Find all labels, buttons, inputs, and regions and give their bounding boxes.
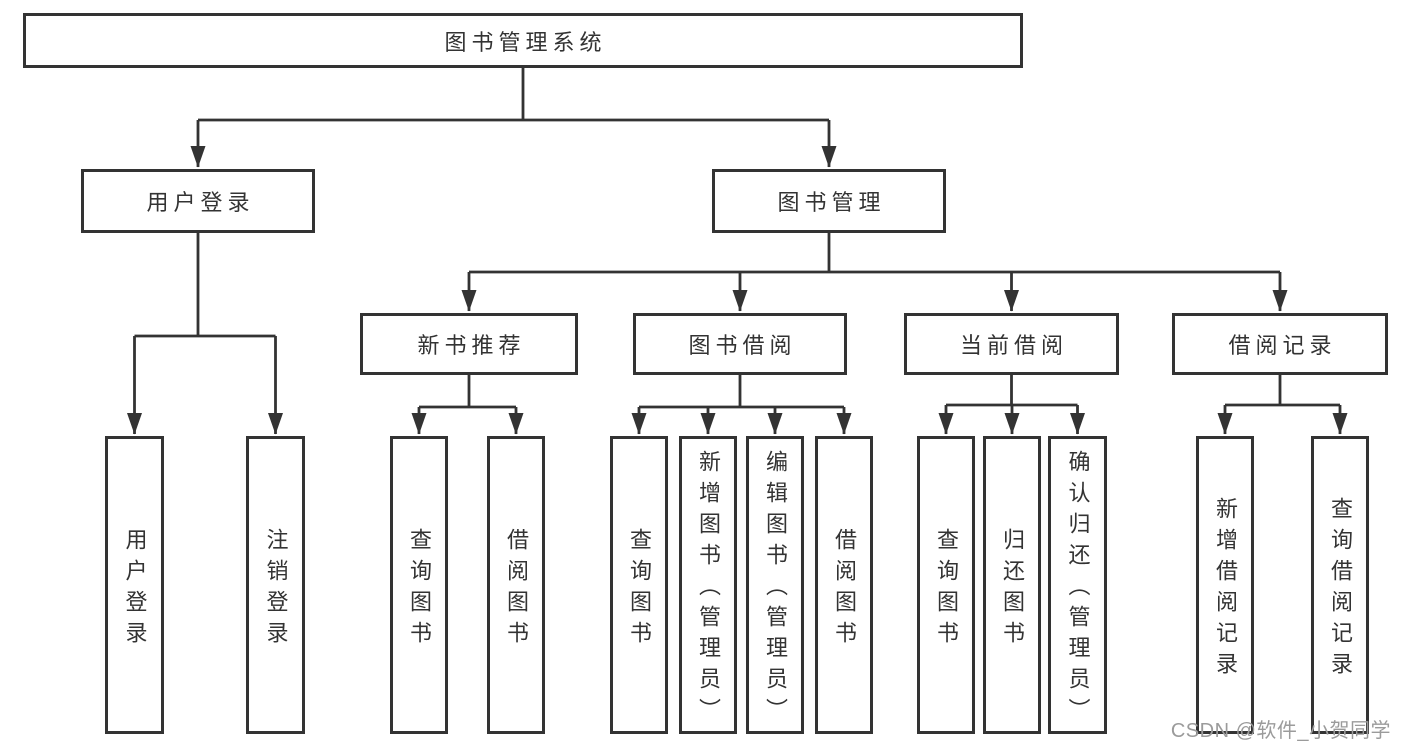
node-leaf-add-book: 新增图书（管理员） [679, 436, 737, 734]
node-leaf-add-borrow-record: 新增借阅记录 [1196, 436, 1254, 734]
node-leaf-edit-book: 编辑图书（管理员） [746, 436, 804, 734]
node-book-mgmt: 图书管理 [712, 169, 946, 233]
node-label: 注销登录 [263, 527, 289, 652]
node-label: 借阅图书 [504, 527, 529, 652]
node-leaf-return-book: 归还图书 [983, 436, 1041, 734]
node-leaf-confirm-return: 确认归还（管理员） [1048, 436, 1107, 734]
node-label: 用户登录 [146, 190, 255, 215]
node-leaf-query-book-2: 查询图书 [610, 436, 668, 734]
node-label: 查询图书 [407, 527, 432, 652]
node-leaf-borrow-book-1: 借阅图书 [487, 436, 545, 734]
node-label: 借阅图书 [832, 527, 857, 652]
node-label: 新增图书（管理员） [696, 450, 721, 729]
node-label: 确认归还（管理员） [1065, 450, 1091, 729]
node-book-borrow: 图书借阅 [633, 313, 847, 375]
node-label: 借阅记录 [1228, 333, 1337, 358]
node-label: 图书借阅 [688, 333, 797, 358]
node-borrow-records: 借阅记录 [1172, 313, 1388, 375]
node-leaf-borrow-book-2: 借阅图书 [815, 436, 873, 734]
node-label: 归还图书 [1000, 527, 1025, 652]
node-leaf-query-book-1: 查询图书 [390, 436, 448, 734]
node-user-login: 用户登录 [81, 169, 315, 233]
node-label: 查询借阅记录 [1328, 496, 1353, 683]
node-root: 图书管理系统 [23, 13, 1023, 68]
node-label: 查询图书 [934, 527, 959, 652]
node-leaf-query-borrow-record: 查询借阅记录 [1311, 436, 1369, 734]
node-label: 新增借阅记录 [1213, 496, 1238, 683]
node-current-borrow: 当前借阅 [904, 313, 1119, 375]
node-leaf-logout: 注销登录 [246, 436, 305, 734]
node-label: 图书管理 [777, 190, 886, 215]
node-label: 图书管理系统 [444, 29, 607, 55]
node-new-book-rec: 新书推荐 [360, 313, 578, 375]
watermark: CSDN @软件_小贺同学 [1170, 720, 1391, 742]
node-label: 查询图书 [627, 527, 652, 652]
node-leaf-query-book-3: 查询图书 [917, 436, 975, 734]
node-leaf-user-login: 用户登录 [105, 436, 164, 734]
node-label: 编辑图书（管理员） [763, 450, 788, 729]
node-label: 用户登录 [122, 527, 148, 652]
node-label: 当前借阅 [959, 333, 1068, 358]
node-label: 新书推荐 [417, 333, 526, 358]
